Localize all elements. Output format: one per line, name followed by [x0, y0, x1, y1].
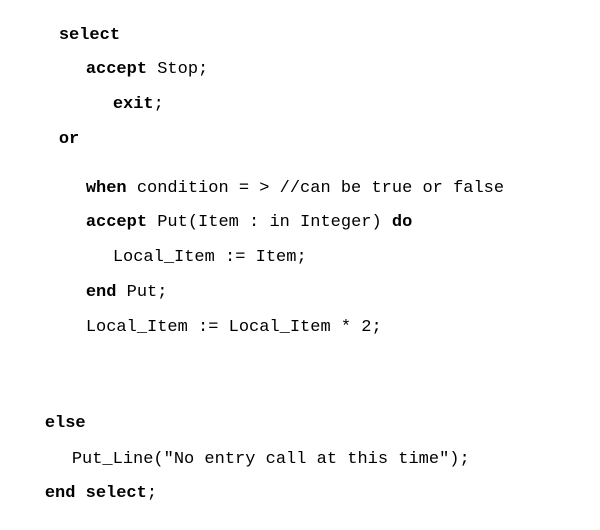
code-line-when: when condition = > //can be true or fals…	[45, 153, 504, 198]
keyword-accept: accept	[85, 213, 148, 232]
keyword-exit: exit	[112, 95, 154, 114]
code-line-or: or	[18, 104, 79, 149]
code-text: Stop;	[147, 60, 209, 79]
code-line-accept-stop: accept Stop;	[45, 34, 208, 79]
code-listing: select accept Stop; exit; or when condit…	[4, 0, 504, 503]
code-text: Put_Line("No entry call at this time");	[71, 450, 470, 469]
code-text: Local_Item := Item;	[112, 248, 307, 267]
code-line-end-select: end select;	[4, 458, 157, 503]
keyword-do: do	[391, 213, 413, 232]
keyword-select: select	[58, 26, 121, 45]
code-line-accept-put: accept Put(Item : in Integer) do	[45, 187, 412, 232]
code-text: ;	[146, 484, 158, 503]
code-text: ;	[153, 95, 164, 114]
code-line-exit: exit;	[72, 69, 164, 114]
code-line-local-item-double: Local_Item := Local_Item * 2;	[45, 292, 382, 337]
code-text: condition = > //can be true or false	[126, 179, 505, 198]
keyword-else: else	[44, 414, 86, 433]
keyword-accept: accept	[85, 60, 148, 79]
keyword-when: when	[85, 179, 127, 198]
code-line-local-item: Local_Item := Item;	[72, 222, 307, 267]
code-line-put-line: Put_Line("No entry call at this time");	[31, 424, 470, 469]
code-line-else: else	[4, 388, 86, 433]
code-line-select: select	[18, 0, 120, 45]
code-text: Put;	[116, 283, 168, 302]
keyword-end: end	[85, 283, 117, 302]
code-text: Put(Item : in Integer)	[147, 213, 392, 232]
code-text: Local_Item := Local_Item * 2;	[85, 318, 382, 337]
code-line-end-put: end Put;	[45, 257, 168, 302]
keyword-or: or	[58, 130, 80, 149]
keyword-end-select: end select	[44, 484, 147, 503]
